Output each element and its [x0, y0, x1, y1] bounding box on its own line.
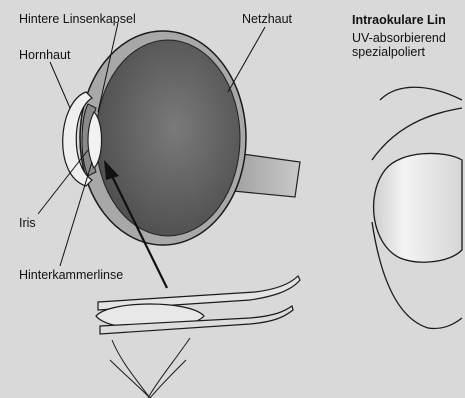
pointer-hornhaut — [50, 62, 70, 108]
iol-front-view — [372, 87, 462, 328]
eye-interior — [96, 40, 240, 236]
lens-side-view — [96, 276, 300, 398]
iol-optic — [374, 153, 462, 262]
iol-feature-uv: UV-absorbierend — [352, 31, 446, 45]
loop-1 — [112, 340, 150, 398]
loop-2 — [148, 338, 190, 398]
label-hintere-linsenkapsel: Hintere Linsenkapsel — [19, 12, 136, 26]
label-iris: Iris — [19, 216, 36, 230]
iol-haptic-bottom-2 — [428, 318, 462, 329]
iol-feature-polished: spezialpoliert — [352, 45, 425, 59]
iol-haptic-top-2 — [372, 108, 462, 160]
label-netzhaut: Netzhaut — [242, 12, 292, 26]
iol-haptic-top — [380, 87, 462, 100]
iol-title: Intraokulare Lin — [352, 13, 446, 27]
loop-3 — [110, 360, 150, 398]
label-hornhaut: Hornhaut — [19, 48, 70, 62]
loop-4 — [150, 360, 186, 398]
pointer-netzhaut — [228, 27, 265, 92]
label-hinterkammerlinse: Hinterkammerlinse — [19, 268, 123, 282]
